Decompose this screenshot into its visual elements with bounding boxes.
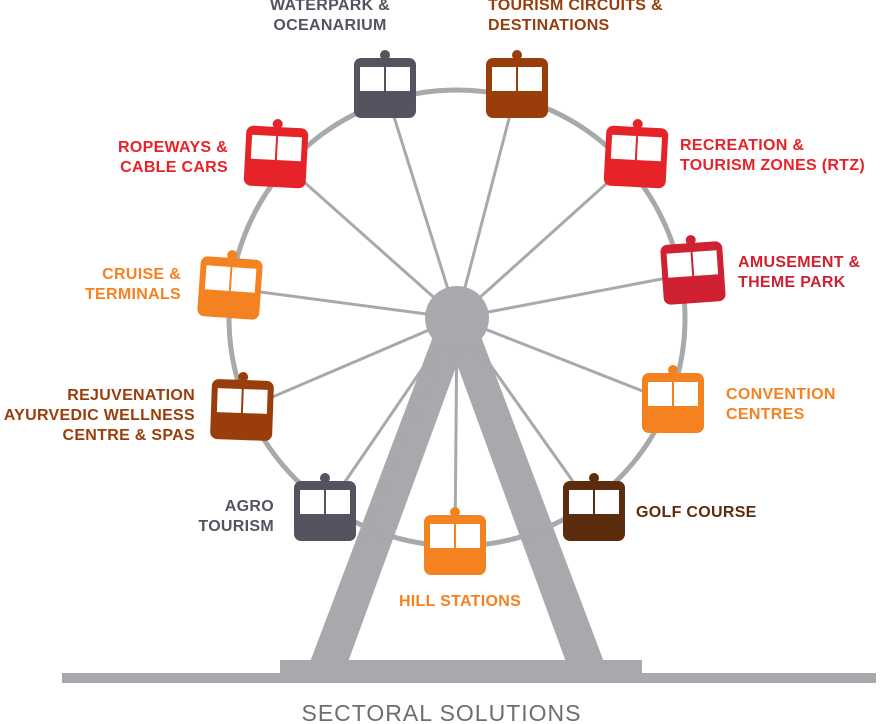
cabin-golf bbox=[563, 473, 625, 541]
label-amusement: AMUSEMENT &THEME PARK bbox=[738, 254, 861, 291]
cabin-hook bbox=[632, 119, 643, 130]
label-hill-stations: HILL STATIONS bbox=[398, 593, 522, 610]
wheel-spoke bbox=[455, 317, 596, 512]
cabin-amusement bbox=[660, 235, 726, 305]
cabin-hook bbox=[272, 119, 283, 130]
cabin-hill-stations bbox=[424, 507, 486, 575]
cabin-recreation-zones bbox=[603, 119, 669, 189]
cabin-window-divider bbox=[690, 251, 695, 277]
cabin-window-divider bbox=[274, 135, 279, 161]
cabin-hook bbox=[227, 250, 238, 261]
cabin-ropeways bbox=[243, 119, 309, 189]
cabin-rejuvenation bbox=[210, 372, 274, 441]
wheel-hub bbox=[425, 286, 489, 350]
cabin-agro bbox=[294, 473, 356, 541]
label-cruise: CRUISE &TERMINALS bbox=[84, 266, 181, 303]
wheel-spoke bbox=[275, 155, 458, 320]
cabin-hook bbox=[450, 507, 460, 517]
cabin-hook bbox=[380, 50, 390, 60]
support-leg-right bbox=[440, 318, 604, 662]
wheel-spoke bbox=[241, 316, 458, 412]
wheel-spoke bbox=[323, 317, 459, 512]
cabin-hook bbox=[320, 473, 330, 483]
wheel-spoke bbox=[352, 317, 459, 561]
cabin-hook bbox=[512, 50, 522, 60]
cabin-hook bbox=[589, 473, 599, 483]
label-tourism-circuits: TOURISM CIRCUITS &DESTINATIONS bbox=[488, 0, 663, 34]
cabin-hook bbox=[685, 235, 696, 246]
cabin-cruise bbox=[197, 250, 263, 320]
cabin-convention bbox=[642, 365, 704, 433]
cabin-window-divider bbox=[240, 388, 244, 414]
cabin-tourism-circuits bbox=[486, 50, 548, 118]
label-recreation-zones: RECREATION &TOURISM ZONES (RTZ) bbox=[680, 137, 865, 174]
wheel-spoke bbox=[456, 271, 694, 320]
label-golf: GOLF COURSE bbox=[636, 504, 757, 521]
cabin-window-divider bbox=[228, 266, 233, 292]
support-leg-left bbox=[310, 318, 474, 662]
cabin-hook bbox=[668, 365, 678, 375]
label-ropeways: ROPEWAYS &CABLE CARS bbox=[118, 139, 228, 176]
cabin-window-divider bbox=[634, 135, 639, 161]
wheel-spoke bbox=[456, 316, 674, 405]
wheel-spoke bbox=[455, 87, 519, 319]
base-platform bbox=[280, 660, 642, 674]
cabin-waterpark bbox=[354, 50, 416, 118]
ground-line bbox=[62, 673, 876, 683]
cabin-hook bbox=[238, 372, 249, 383]
label-waterpark: WATERPARK &OCEANARIUM bbox=[270, 0, 391, 34]
diagram-title: SECTORAL SOLUTIONS bbox=[301, 700, 582, 724]
wheel-spoke bbox=[383, 87, 459, 319]
wheel-spoke bbox=[229, 286, 458, 320]
